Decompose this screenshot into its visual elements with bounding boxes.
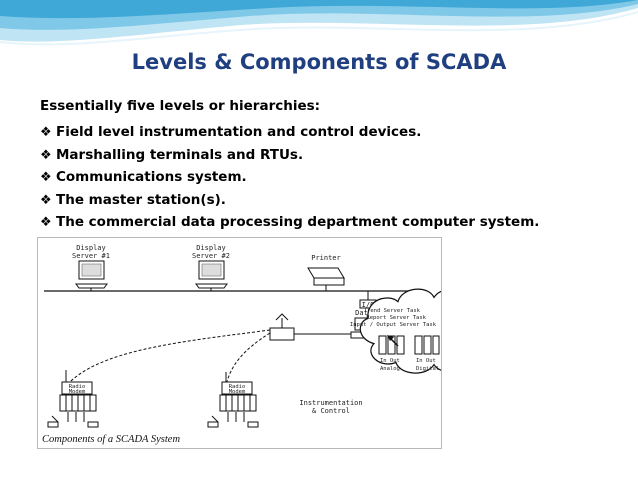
svg-text:Analog: Analog [380, 366, 400, 372]
svg-text:Trend Server Task: Trend Server Task [364, 308, 421, 314]
four-diamond-bullet-icon: ❖ [40, 125, 52, 140]
radio-modem-2: Radio Modem [207, 372, 259, 428]
svg-text:Server #2: Server #2 [192, 252, 230, 260]
svg-text:Server #1: Server #1 [72, 252, 110, 260]
svg-text:Display: Display [196, 244, 226, 252]
instrumentation-label: Instrumentation [299, 399, 362, 407]
scada-diagram: Display Server #1 Display Server #2 Prin… [37, 237, 442, 449]
list-item: ❖The commercial data processing departme… [40, 212, 539, 235]
radio-modem-1: Radio Modem [47, 370, 99, 428]
svg-text:Radio: Radio [69, 384, 86, 390]
svg-text:Input / Output Server Task: Input / Output Server Task [350, 322, 437, 328]
instrumentation-label: & Control [312, 407, 350, 415]
svg-text:Modem: Modem [69, 389, 86, 395]
radio-link-1 [65, 329, 271, 387]
scada-diagram-drawing: Display Server #1 Display Server #2 Prin… [42, 244, 441, 445]
printer: Printer [307, 254, 345, 291]
display-server-1: Display Server #1 [72, 244, 110, 291]
network-hub [269, 313, 351, 341]
svg-text:Display: Display [76, 244, 106, 252]
radio-link-2 [225, 332, 271, 387]
four-diamond-bullet-icon: ❖ [40, 170, 52, 185]
svg-text:In Out: In Out [380, 358, 400, 364]
svg-text:Digital: Digital [416, 366, 439, 372]
four-diamond-bullet-icon: ❖ [40, 215, 52, 230]
list-item: ❖Communications system. [40, 167, 539, 190]
four-diamond-bullet-icon: ❖ [40, 147, 52, 163]
header-wave-decoration [0, 0, 638, 46]
diagram-caption: Components of a SCADA System [42, 434, 180, 445]
list-item: ❖Marshalling terminals and RTUs. [40, 145, 539, 168]
list-item: ❖Field level instrumentation and control… [40, 122, 539, 145]
svg-text:Modem: Modem [229, 389, 246, 395]
four-diamond-bullet-icon: ❖ [40, 192, 52, 208]
svg-text:Report Server Task: Report Server Task [366, 315, 426, 321]
svg-text:In Out: In Out [416, 358, 436, 364]
page-title: Levels & Components of SCADA [131, 50, 507, 74]
svg-text:Printer: Printer [311, 254, 341, 262]
display-server-2: Display Server #2 [192, 244, 230, 291]
svg-text:I/O: I/O [362, 301, 375, 309]
svg-text:Radio: Radio [229, 384, 246, 390]
list-item: ❖The master station(s). [40, 190, 539, 213]
server-cloud: Trend Server Task Report Server Task Inp… [350, 288, 441, 374]
intro-text: Essentially five levels or hierarchies: [40, 98, 321, 114]
bullet-list: ❖Field level instrumentation and control… [40, 122, 539, 235]
